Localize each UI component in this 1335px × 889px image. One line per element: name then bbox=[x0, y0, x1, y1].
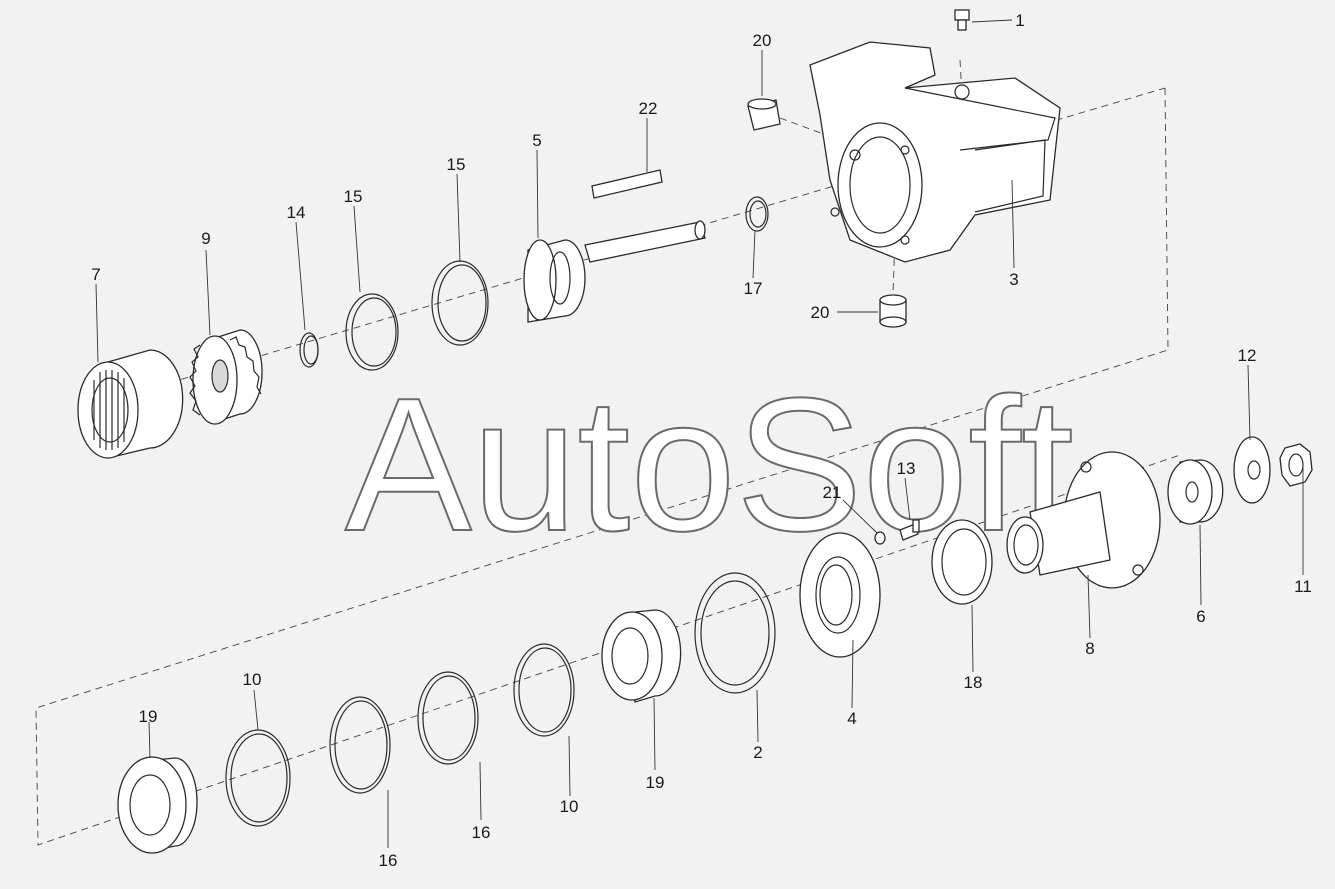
label-part-20-lower: 20 bbox=[811, 303, 830, 322]
label-part-8: 8 bbox=[1085, 639, 1094, 658]
part-2-gasket bbox=[694, 572, 776, 694]
part-15-circlip-a bbox=[345, 293, 399, 371]
part-18-seal bbox=[931, 519, 993, 605]
part-5-gear-shaft bbox=[523, 220, 706, 323]
label-part-19-lower: 19 bbox=[139, 707, 158, 726]
part-4-cover bbox=[799, 532, 881, 658]
label-part-19-upper: 19 bbox=[646, 773, 665, 792]
label-part-18: 18 bbox=[964, 673, 983, 692]
part-20-plug-upper bbox=[747, 98, 781, 131]
label-part-5: 5 bbox=[532, 131, 541, 150]
part-16-circlip-b bbox=[329, 696, 391, 794]
part-14-snap-ring bbox=[299, 332, 319, 368]
label-part-10-lower: 10 bbox=[243, 670, 262, 689]
label-part-9: 9 bbox=[201, 229, 210, 248]
part-10-ring-upper bbox=[513, 643, 575, 737]
label-part-20-upper: 20 bbox=[753, 31, 772, 50]
label-part-16-left: 16 bbox=[379, 851, 398, 870]
label-part-3: 3 bbox=[1009, 270, 1018, 289]
label-part-16-right: 16 bbox=[472, 823, 491, 842]
part-21-small-nut bbox=[874, 531, 886, 545]
part-17-ring bbox=[745, 196, 769, 232]
label-part-1: 1 bbox=[1015, 11, 1024, 30]
part-11-nut bbox=[1279, 443, 1313, 487]
part-1-grease-fitting bbox=[954, 9, 970, 31]
leader-lines bbox=[95, 19, 1304, 848]
part-13-bolt bbox=[899, 519, 920, 541]
part-8-flange bbox=[1006, 451, 1161, 589]
part-9-spline-gear bbox=[189, 329, 263, 425]
label-part-4: 4 bbox=[847, 709, 856, 728]
part-10-ring-lower bbox=[225, 729, 291, 827]
part-3-housing bbox=[809, 41, 1061, 263]
label-part-7: 7 bbox=[91, 265, 100, 284]
label-part-22: 22 bbox=[639, 99, 658, 118]
label-part-13: 13 bbox=[897, 459, 916, 478]
label-part-15-left: 15 bbox=[344, 187, 363, 206]
label-part-6: 6 bbox=[1196, 607, 1205, 626]
part-6-thick-washer bbox=[1167, 459, 1224, 525]
label-part-14: 14 bbox=[287, 203, 306, 222]
label-part-21: 21 bbox=[823, 483, 842, 502]
part-19-bearing-upper bbox=[601, 609, 682, 703]
label-part-11: 11 bbox=[1294, 577, 1312, 596]
label-part-12: 12 bbox=[1238, 346, 1257, 365]
part-16-circlip-a bbox=[417, 671, 479, 765]
part-19-bearing-lower bbox=[117, 756, 198, 854]
part-12-washer bbox=[1233, 436, 1271, 504]
label-part-10-upper: 10 bbox=[560, 797, 579, 816]
part-7-roller-bearing bbox=[77, 349, 184, 459]
part-20-plug-lower bbox=[879, 294, 907, 328]
label-part-2: 2 bbox=[753, 743, 762, 762]
label-part-15-right: 15 bbox=[447, 155, 466, 174]
label-part-17: 17 bbox=[744, 279, 763, 298]
part-22-key bbox=[591, 169, 663, 199]
